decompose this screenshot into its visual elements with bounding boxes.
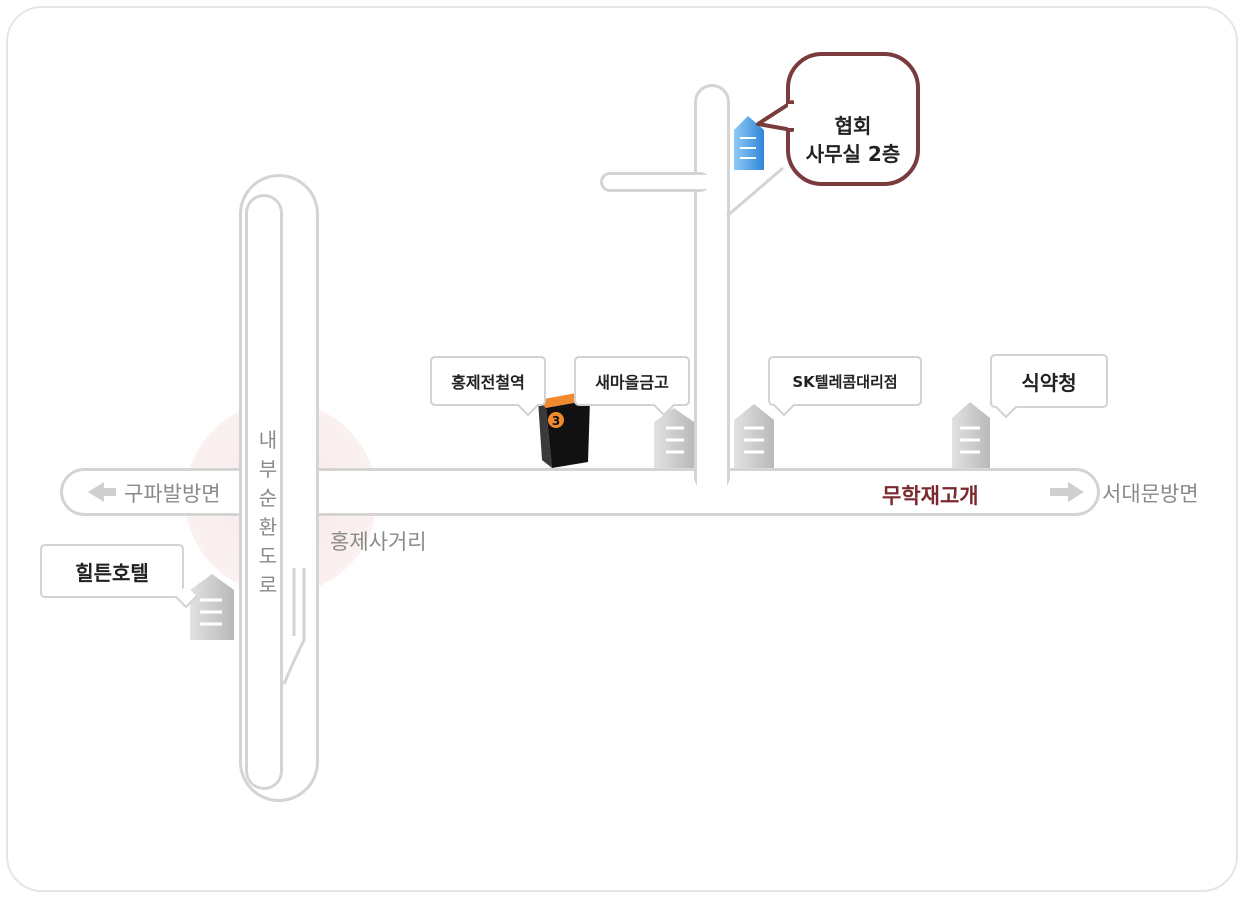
arrow-west-icon [88,482,116,502]
main-road [60,468,1100,516]
callout-sk-text: SK텔레콤대리점 [792,372,898,391]
label-pass-name: 무학재고개 [882,484,979,508]
vertical-road-glyph: 부 [258,457,278,481]
office-road [600,84,784,506]
label-west-direction: 구파발방면 [124,482,221,506]
callout-station: 홍제전철역 [430,356,546,417]
inner-ring-road [239,174,319,802]
callout-food-agency: 식약청 [990,354,1108,419]
vertical-road-glyph: 도 [258,544,278,568]
station-exit-number: 3 [552,414,560,428]
building-hotel-icon [190,574,234,640]
callout-bank-text: 새마을금고 [595,373,669,392]
building-bank-icon [654,408,694,468]
label-intersection: 홍제사거리 [330,530,427,554]
vertical-road-glyph: 순 [258,486,278,510]
callout-station-text: 홍제전철역 [451,373,525,392]
road-network: 3 [60,64,1100,802]
label-east-direction: 서대문방면 [1102,482,1199,506]
building-food-agency-icon [952,402,990,468]
callout-sk: SK텔레콤대리점 [768,356,922,417]
vertical-road-glyph: 환 [258,515,278,539]
callout-food-agency-text: 식약청 [1021,370,1077,395]
arrow-east-icon [1050,482,1084,502]
callout-bank: 새마을금고 [574,356,690,417]
office-building-icon [734,116,764,170]
office-line2: 사무실 2층 [805,142,901,166]
office-line1: 협회 [834,114,872,138]
vertical-road-glyph: 내 [258,428,278,452]
callout-hotel: 힐튼호텔 [40,544,198,609]
vertical-road-glyph: 로 [258,573,278,597]
building-sk-icon [734,404,774,468]
callout-hotel-text: 힐튼호텔 [75,560,149,585]
office-callout-tail [756,100,796,132]
office-callout: 협회 사무실 2층 [786,52,920,186]
